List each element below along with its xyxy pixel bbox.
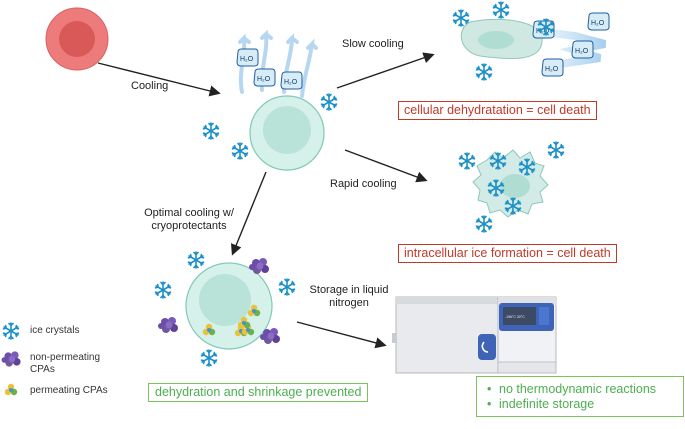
legend-label: ice crystals (30, 325, 80, 336)
h2o-labels-center: H₂O H₂O H₂O (240, 56, 298, 86)
h2o-label: H₂O (240, 56, 254, 63)
optimal-cooling-label: Optimal cooling w/ cryoprotectants (144, 207, 234, 232)
arrows (97, 52, 435, 349)
arrow-optimal-cooling (230, 171, 267, 256)
h2o-labels-slow: H₂O H₂O H₂O H₂O (536, 20, 605, 73)
h2o-label: H₂O (257, 76, 271, 83)
h2o-label: H₂O (575, 48, 589, 55)
permeating-cpa-icon (4, 383, 18, 396)
h2o-label: H₂O (284, 79, 298, 86)
rapid-cooling-outcome: intracellular ice formation = cell death (398, 244, 617, 263)
non-permeating-cpa-icon (1, 351, 21, 367)
arrow-storage (296, 321, 387, 349)
rapid-cooling-label: Rapid cooling (330, 178, 397, 190)
storage-benefits: no thermodynamic reactions indefinite st… (476, 376, 684, 417)
h2o-label: H₂O (545, 66, 559, 73)
arrow-cooling (97, 62, 221, 97)
freezer-display: -196°C 30°C (505, 315, 525, 319)
liquid-nitrogen-freezer: -196°C 30°C (392, 296, 557, 374)
h2o-label: H₂O (591, 20, 605, 27)
optimal-cooling-outcome: dehydration and shrinkage prevented (148, 383, 369, 402)
optimal-cooling-cell (158, 258, 280, 350)
storage-benefit-item: indefinite storage (487, 397, 675, 412)
arrow-slow-cooling (336, 52, 435, 89)
storage-benefit-item: no thermodynamic reactions (487, 382, 675, 397)
initial-cell (45, 7, 109, 71)
cooling-label: Cooling (131, 80, 169, 92)
slow-cooling-label: Slow cooling (342, 38, 404, 50)
legend-label: permeating CPAs (30, 385, 108, 396)
slow-cooling-outcome: cellular dehydratation = cell death (398, 101, 597, 120)
legend-icons (1, 322, 21, 396)
h2o-label: H₂O (536, 28, 550, 35)
rapid-cooling-cell (472, 149, 549, 218)
legend-label: non-permeating CPAs (30, 352, 101, 375)
snowflake-icon (2, 322, 20, 340)
storage-label: Storage in liquid nitrogen (309, 284, 389, 309)
arrow-rapid-cooling (344, 149, 428, 183)
